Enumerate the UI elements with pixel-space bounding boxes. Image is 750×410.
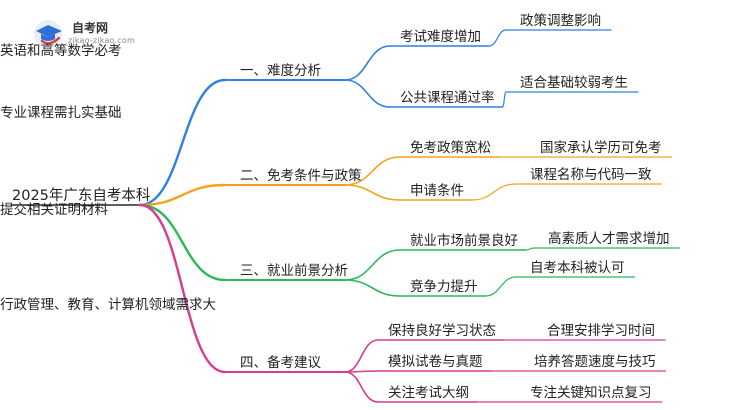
subtopic-connector — [344, 79, 391, 108]
root-topic: 2025年广东自考本科 — [12, 188, 151, 204]
logo-url: zikao-zikao.com — [68, 36, 135, 45]
leaf-label: 高素质人才需求增加 — [548, 231, 670, 247]
subtopic-label: 考试难度增加 — [400, 29, 481, 45]
logo-title: 自考网 — [72, 21, 109, 35]
subtopic-connector — [344, 339, 379, 373]
subtopic-connector — [344, 249, 401, 281]
subtopic-label: 竞争力提升 — [410, 279, 478, 295]
leaf-connector — [525, 247, 535, 251]
graduation-cap-icon — [34, 20, 62, 48]
leaf-label: 自考本科被认可 — [530, 260, 625, 276]
branch-connector — [138, 203, 227, 282]
branch-label-1: 一、难度分析 — [240, 63, 321, 79]
subtopic-connector — [344, 371, 379, 403]
leaf-connector — [484, 276, 517, 297]
branch-label-3: 三、就业前景分析 — [240, 263, 348, 279]
leaf-connector — [488, 29, 507, 47]
subtopic-connector — [344, 156, 401, 186]
leaf-label: 适合基础较弱考生 — [520, 75, 628, 91]
branch-connector — [138, 183, 227, 207]
leaf-label: 专业课程需扎实基础 — [0, 105, 122, 121]
leaf-label: 课程名称与代码一致 — [530, 167, 652, 183]
leaf-connector — [471, 183, 517, 201]
subtopic-connector — [344, 279, 401, 297]
leaf-connector — [501, 91, 507, 108]
subtopic-label: 公共课程通过率 — [400, 90, 495, 106]
site-logo: 自考网 zikao-zikao.com — [32, 18, 192, 50]
branch-connector — [138, 78, 227, 207]
subtopic-connector — [344, 184, 401, 201]
leaf-label: 行政管理、教育、计算机领域需求大 — [0, 297, 216, 313]
leaf-label: 提交相关证明材料 — [0, 202, 108, 218]
branch-label-4: 四、备考建议 — [240, 355, 321, 371]
subtopic-label: 模拟试卷与真题 — [388, 354, 483, 370]
leaf-label: 合理安排学习时间 — [547, 323, 655, 339]
leaf-label: 政策调整影响 — [520, 13, 601, 29]
subtopic-label: 保持良好学习状态 — [388, 323, 496, 339]
leaf-label: 专注关键知识点复习 — [530, 385, 652, 401]
leaf-label: 培养答题速度与技巧 — [534, 354, 656, 370]
subtopic-label: 免考政策宽松 — [410, 140, 491, 156]
branch-label-2: 二、免考条件与政策 — [240, 168, 362, 184]
leaf-label: 国家承认学历可免考 — [540, 140, 662, 156]
subtopic-label: 申请条件 — [410, 183, 464, 199]
leaf-label: 英语和高等数学必考 — [0, 43, 122, 59]
subtopic-connector — [344, 45, 391, 81]
branch-connector — [138, 203, 227, 374]
subtopic-label: 就业市场前景良好 — [410, 233, 518, 249]
subtopic-label: 关注考试大纲 — [388, 385, 469, 401]
